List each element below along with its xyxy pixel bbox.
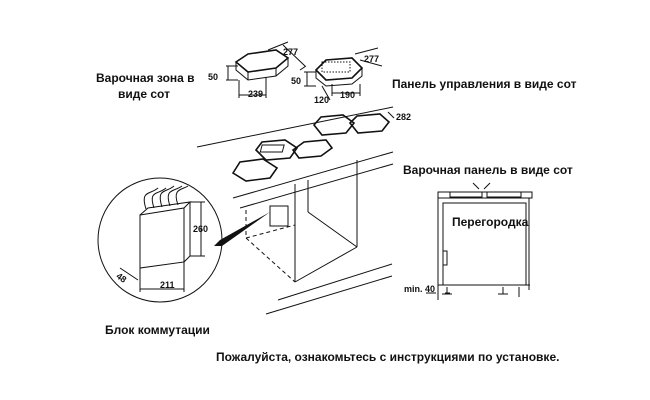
junction-box-callout: [97, 177, 223, 303]
hob-panel-label: Варочная панель в виде сот: [403, 163, 573, 177]
control-panel-module: [304, 47, 383, 101]
base-cabinet: [214, 160, 393, 315]
partition-label: Перегородка: [452, 215, 529, 229]
junction-box-label: Блок коммутации: [105, 323, 210, 337]
section-cabinet: [426, 182, 533, 300]
panel-width-label: 190: [340, 90, 355, 100]
min-gap-label: min. 40: [404, 284, 435, 294]
panel-offset-label: 120: [314, 95, 329, 105]
hob-zone-width-label: 239: [248, 89, 263, 99]
instructions-note: Пожалуйста, ознакомьтесь с инструкциями …: [216, 350, 559, 364]
hob-zone-depth-label: 277: [283, 47, 298, 57]
worktop: [196, 106, 395, 209]
panel-depth-label: 277: [364, 54, 379, 64]
hob-zone-height-label: 50: [208, 72, 218, 82]
hob-zone-module: [226, 41, 307, 98]
hob-zone-label-line2: виде сот: [118, 87, 170, 101]
box-height-label: 260: [193, 224, 208, 234]
control-panel-label: Панель управления в виде сот: [392, 77, 577, 91]
hob-zone-label-line1: Варочная зона в: [96, 71, 195, 85]
panel-height-label: 50: [291, 76, 301, 86]
worktop-depth-label: 282: [396, 112, 411, 122]
box-depth-label: 48: [114, 271, 128, 285]
box-width-label: 211: [160, 280, 175, 290]
